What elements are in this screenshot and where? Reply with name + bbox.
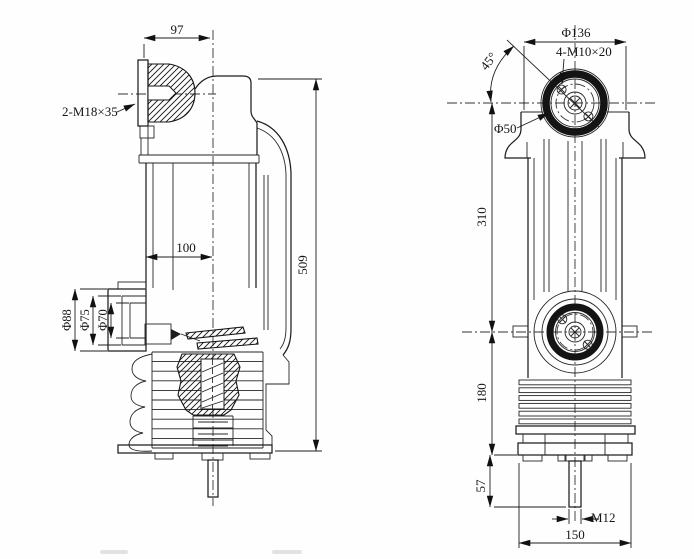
dim-dia-75: Φ75	[78, 295, 121, 346]
bolt-circle-bottom	[556, 313, 594, 351]
dim-angle-45: 45°	[477, 45, 515, 103]
stem-thread-callout: M12	[552, 509, 616, 525]
side-lug-right	[621, 325, 638, 338]
dim-97-label: 97	[171, 22, 185, 37]
contact-nozzle	[144, 323, 259, 350]
stem-thread-label: M12	[591, 510, 616, 525]
dim-509-label: 509	[295, 255, 310, 275]
dim-dia-70: Φ70	[96, 302, 129, 339]
terminal-thread-callout: 2-M18×35	[62, 103, 136, 119]
dim-97: 97	[143, 22, 211, 58]
dim-57-label: 57	[473, 479, 488, 493]
dim-angle-45-label: 45°	[477, 49, 500, 73]
dim-150-label: 150	[565, 527, 585, 542]
pole-body-front	[504, 111, 646, 378]
drive-rod	[567, 141, 583, 291]
dim-180-label: 180	[474, 383, 489, 403]
dim-310-label: 310	[474, 207, 489, 227]
right-view: Φ136 4-M10×20 45° Φ50 310 180	[447, 25, 656, 548]
dim-dia-70-label: Φ70	[96, 309, 110, 331]
dim-dia-136-label: Φ136	[561, 25, 591, 40]
dim-180: 180	[474, 331, 496, 456]
dim-57: 57	[473, 454, 566, 508]
bellows-spring-section	[176, 353, 241, 447]
bolt-hole-top-left	[556, 84, 567, 95]
dim-dia-88-label: Φ88	[60, 309, 74, 331]
dim-100-label: 100	[176, 240, 196, 255]
bolt-hole-bottom-circle-right	[582, 339, 593, 350]
bolt-hole-bottom-circle-left	[557, 314, 568, 325]
top-contact-circle	[540, 68, 610, 138]
dim-dia-136: Φ136	[523, 25, 627, 110]
bolt-holes-label: 4-M10×20	[556, 44, 612, 59]
bottom-stem-left-view	[207, 459, 219, 498]
lower-flange	[107, 281, 147, 352]
dim-dia-50-label: Φ50	[494, 121, 517, 136]
pole-cylinder	[145, 120, 292, 445]
dim-dia-75-label: Φ75	[78, 309, 92, 331]
bolt-holes-callout: 4-M10×20	[556, 44, 612, 85]
left-view: 97 2-M18×35 100 509 Φ88 Φ75	[60, 22, 322, 506]
base-front-view	[517, 433, 633, 508]
bottom-stem-front-view	[568, 460, 582, 508]
center-hole-top	[567, 95, 583, 111]
bolt-hole-bottom-right	[583, 111, 594, 122]
terminal-thread-label: 2-M18×35	[62, 104, 118, 119]
bottom-contact-circle	[512, 290, 638, 374]
center-hole-bottom	[568, 325, 582, 339]
terminal-block	[137, 59, 196, 139]
scan-artifacts	[100, 550, 302, 554]
top-cap	[138, 75, 260, 164]
bolt-circle-top	[555, 83, 595, 123]
shed-ribs-front-view	[515, 379, 636, 435]
boss-dia-callout: Φ50	[494, 112, 550, 136]
base-left-view	[117, 444, 273, 498]
dim-150: 150	[518, 463, 632, 548]
skirt-profile	[128, 353, 153, 452]
dim-100: 100	[145, 240, 213, 261]
dim-310: 310	[474, 102, 496, 333]
dim-dia-88: Φ88	[60, 288, 107, 352]
side-lug-left	[512, 325, 529, 338]
dim-509: 509	[258, 78, 322, 452]
